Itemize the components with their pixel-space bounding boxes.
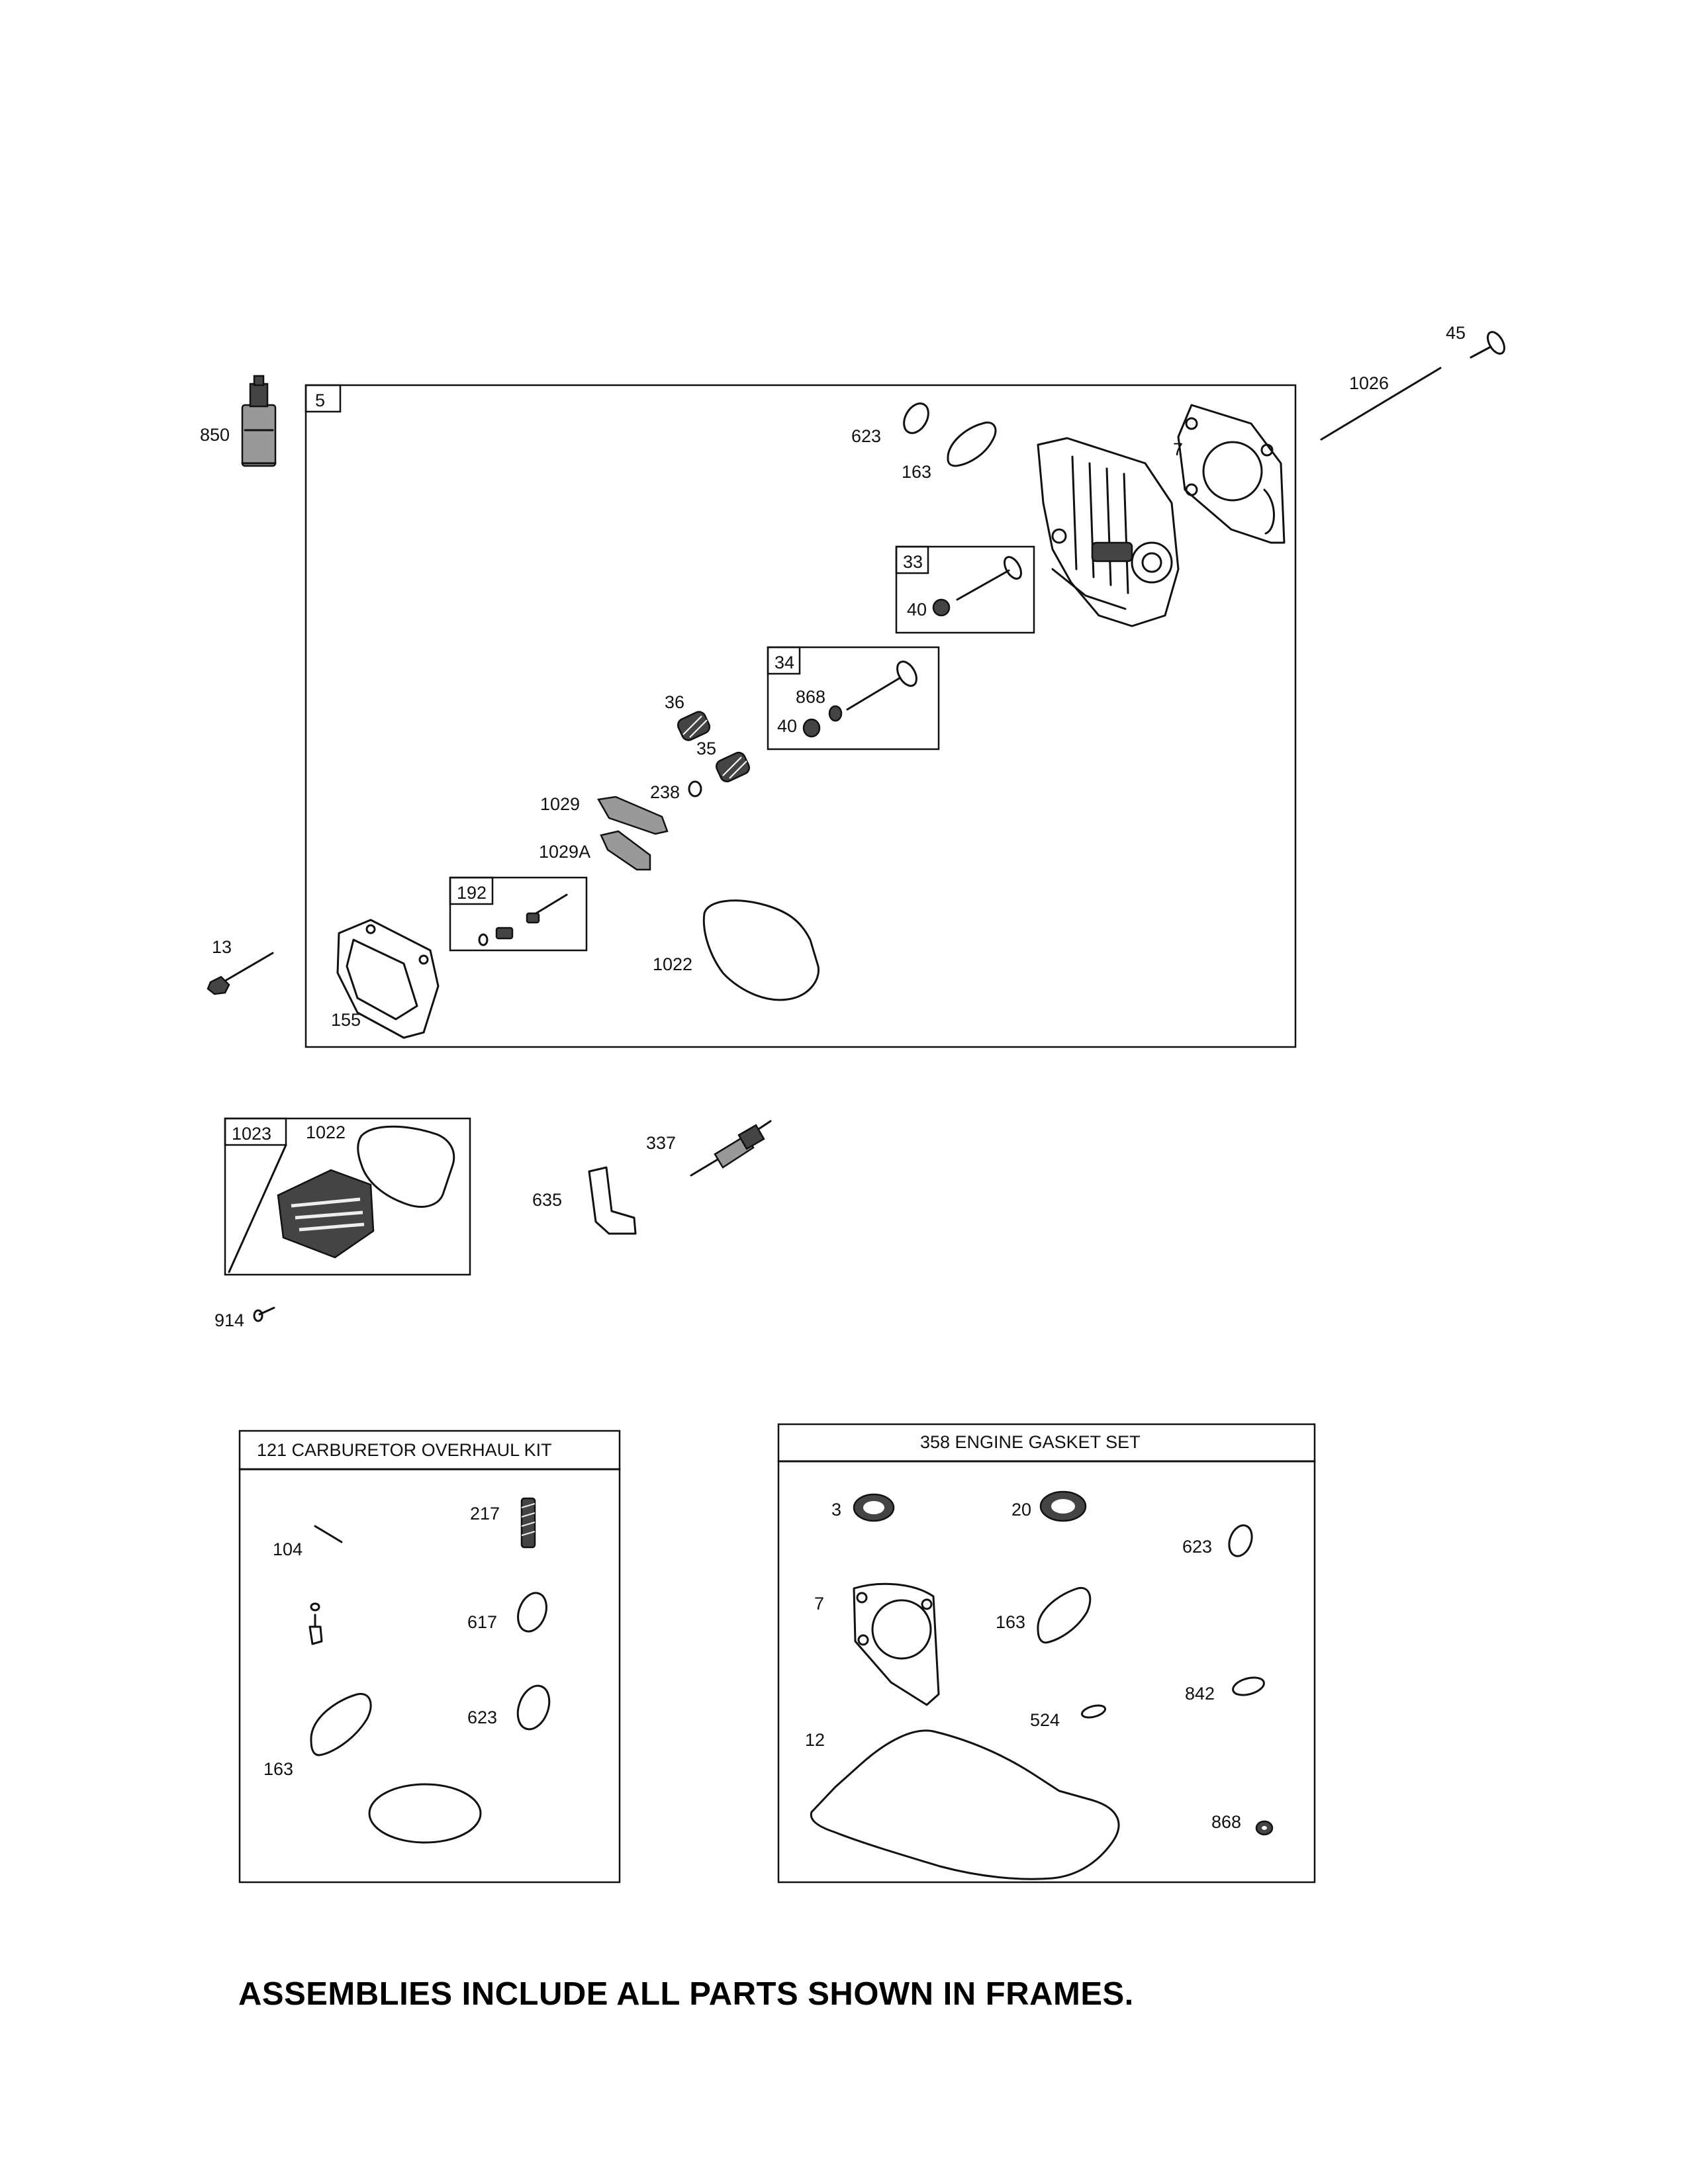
label-45: 45 [1446,323,1466,343]
label-box-192 [449,876,494,905]
label-524: 524 [1030,1710,1060,1730]
carburetor-kit-frame [238,1430,621,1884]
gasket-524-part [1080,1704,1107,1719]
label-623-set: 623 [1182,1537,1212,1557]
label-868-set: 868 [1211,1812,1241,1832]
label-1022-head: 1022 [653,954,692,974]
oil-seal-3-inner [863,1501,884,1514]
label-33: 33 [903,552,923,572]
label-155: 155 [331,1010,361,1030]
gasket-set-frame [777,1423,1316,1884]
label-5: 5 [315,390,325,410]
label-35: 35 [696,739,716,758]
label-623-carb: 623 [467,1707,497,1727]
rocker-arm-1029A-part [600,830,651,871]
push-rod-1026-part [1320,367,1442,441]
pin-104-part [314,1525,343,1543]
label-12: 12 [805,1730,825,1750]
seal-868-set-part [1255,1820,1274,1836]
valve-spring-36-part [677,711,711,741]
gasket-163-part [947,422,997,467]
label-20: 20 [1011,1500,1031,1520]
spark-plug-337-part [690,1120,772,1177]
rocker-stud-192-frame [449,876,588,952]
label-box-33 [895,545,929,574]
label-163-set: 163 [996,1612,1025,1632]
label-3: 3 [831,1500,841,1520]
needle-valve-part [308,1602,323,1645]
label-842: 842 [1185,1684,1215,1704]
label-1029A: 1029A [539,842,590,862]
label-914: 914 [214,1310,244,1330]
valve-34-frame [767,646,940,751]
carburetor-bowl-gasket-part [368,1783,482,1844]
label-635: 635 [532,1190,562,1210]
bolt-13-part [207,952,274,995]
valve-cover-part [277,1169,375,1259]
crankcase-gasket-12-part [810,1729,1120,1880]
gasket-set-title: 358 ENGINE GASKET SET [920,1432,1141,1452]
label-163-head: 163 [902,462,931,482]
screw-914-part [253,1306,275,1322]
valve-33-frame [895,545,1035,634]
label-7-head: 7 [1173,439,1183,459]
label-217: 217 [470,1504,500,1524]
gasket-163-carb-part [310,1693,372,1756]
label-34: 34 [774,653,794,672]
bolt-45-part [1470,331,1505,359]
label-623-head: 623 [851,426,881,446]
cylinder-head-assembly-frame [305,384,1297,1048]
head-gasket-7-part [1177,404,1286,544]
label-238: 238 [650,782,680,802]
valve-cover-1023-frame [224,1117,471,1276]
spark-plug-boot-635-part [588,1166,637,1235]
label-850: 850 [200,425,230,445]
frame-diagonal [228,1144,287,1273]
rocker-arm-1029-part [597,796,669,835]
label-1026: 1026 [1349,373,1389,393]
head-gasket-7-set-part [853,1582,940,1706]
rocker-cover-155-part [336,919,440,1039]
valve-spring-35-part [716,751,750,783]
o-ring-623-set-part [1228,1524,1253,1557]
label-box-34 [767,646,801,675]
exhaust-valve-part [932,556,1022,617]
rocker-cover-gasket-1022-part [702,899,820,1001]
rocker-stud-part [478,893,568,946]
label-868-34: 868 [796,687,825,707]
label-1023: 1023 [232,1124,271,1144]
spring-217-part [520,1497,536,1549]
label-box-1023 [224,1117,287,1146]
label-40-34: 40 [777,716,797,736]
cylinder-head-part [1037,437,1180,627]
label-1029: 1029 [540,794,580,814]
label-7-set: 7 [814,1594,824,1614]
retainer-238-part [688,780,702,797]
intake-valve-part [802,660,917,738]
gasket-163-set-part [1037,1587,1092,1644]
label-163-carb: 163 [263,1759,293,1779]
o-ring-623-carb-part [516,1684,551,1731]
o-ring-617-part [517,1592,547,1633]
label-13: 13 [212,937,232,957]
label-36: 36 [665,692,684,712]
label-337: 337 [646,1133,676,1153]
o-ring-623-part [903,402,929,434]
label-192: 192 [457,883,487,903]
sealant-tube-part [241,375,277,467]
valve-cover-gasket-part [357,1125,455,1208]
gasket-842-part [1232,1676,1265,1696]
label-617: 617 [467,1612,497,1632]
footer-note: ASSEMBLIES INCLUDE ALL PARTS SHOWN IN FR… [238,1976,1134,2012]
label-104: 104 [273,1539,303,1559]
carburetor-kit-title: 121 CARBURETOR OVERHAUL KIT [257,1440,552,1460]
label-40-33: 40 [907,600,927,619]
oil-seal-20-inner [1051,1499,1075,1514]
label-box-5 [305,384,342,413]
label-1022-cover: 1022 [306,1122,346,1142]
